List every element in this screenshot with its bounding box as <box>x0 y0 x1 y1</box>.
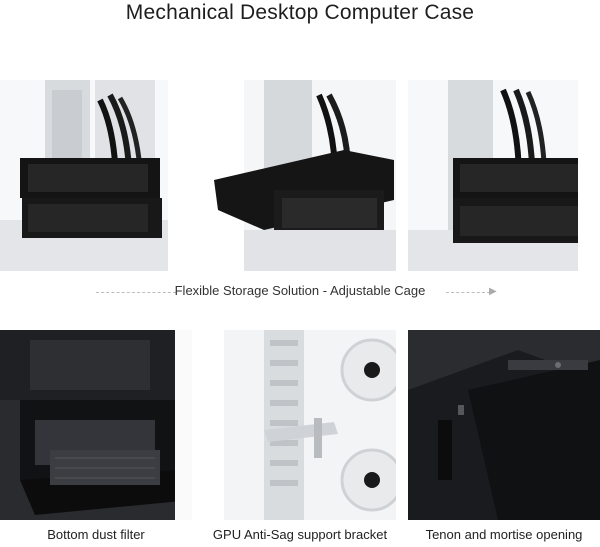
caption-gpu-bracket: GPU Anti-Sag support bracket <box>212 527 388 542</box>
tenon-mortise-photo <box>408 330 600 520</box>
divider-line-left <box>96 292 176 293</box>
storage-caption-row: Flexible Storage Solution - Adjustable C… <box>0 280 600 304</box>
divider-line-right <box>446 292 490 293</box>
chevron-right-icon: ▶ <box>489 286 497 297</box>
storage-photo-3 <box>408 80 600 271</box>
caption-tenon-mortise: Tenon and mortise opening <box>425 527 583 542</box>
storage-photo-2 <box>204 80 396 271</box>
storage-caption: Flexible Storage Solution - Adjustable C… <box>174 283 426 298</box>
page-title: Mechanical Desktop Computer Case <box>125 1 475 24</box>
caption-dust-filter: Bottom dust filter <box>47 527 145 542</box>
storage-photo-1 <box>0 80 192 271</box>
dust-filter-photo <box>0 330 192 520</box>
gpu-bracket-photo <box>204 330 396 520</box>
